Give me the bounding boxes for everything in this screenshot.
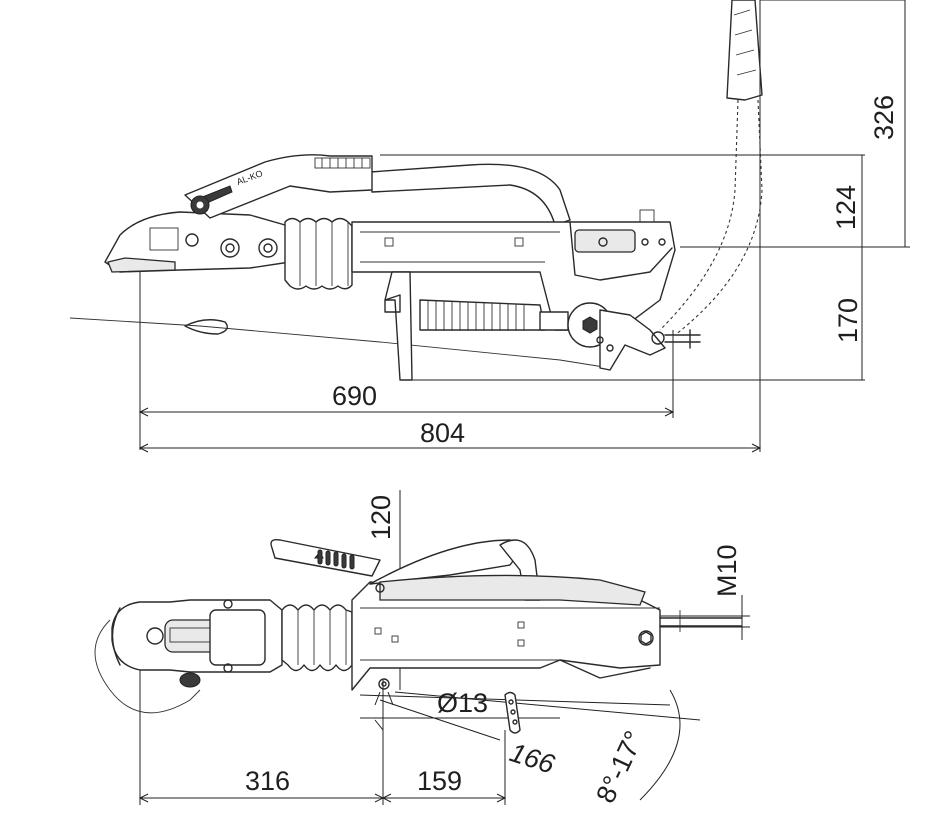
dim-124: 124 [831,185,861,230]
dim-170: 170 [833,298,863,343]
dim-316: 316 [245,766,290,796]
dim-326: 326 [869,95,899,140]
dim-angle: 8°-17° [590,726,649,807]
dim-690: 690 [332,381,377,411]
bellows-top [281,604,353,672]
dim-m10: M10 [712,544,742,597]
dim-bore: Ø13 [437,688,488,718]
bellows [284,217,353,290]
damper-spring [419,299,569,331]
side-view: AL-KO [69,0,910,453]
dim-166: 166 [506,737,559,780]
top-view [94,490,750,805]
dim-120: 120 [366,495,396,540]
dim-804: 804 [420,418,465,448]
dim-159: 159 [417,766,462,796]
